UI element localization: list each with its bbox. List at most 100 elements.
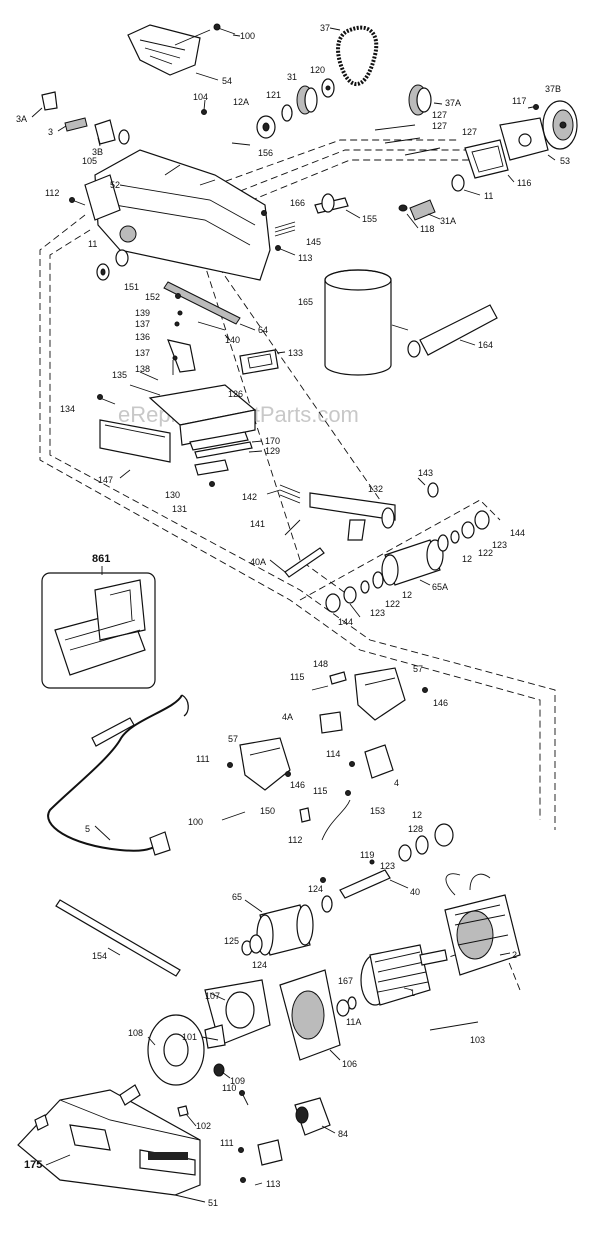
gear-37b (542, 100, 578, 150)
label-12a: 12A (233, 97, 249, 107)
label-136: 136 (135, 332, 150, 342)
label-144b: 144 (338, 617, 353, 627)
label-130: 130 (165, 490, 180, 500)
screws-127 (374, 124, 441, 156)
part-130 (194, 459, 229, 476)
switch-block-4a (319, 711, 343, 734)
label-137a: 137 (135, 319, 150, 329)
drum-65a (381, 539, 444, 586)
label-118: 118 (420, 224, 434, 234)
drum-65 (256, 904, 314, 956)
insulator-108 (147, 1014, 205, 1086)
strip-64 (163, 281, 241, 325)
label-135: 135 (112, 370, 127, 380)
label-861: 861 (92, 553, 110, 565)
label-148: 148 (313, 659, 328, 669)
label-3: 3 (48, 127, 53, 137)
adjuster-3 (64, 117, 88, 132)
label-113-top: 113 (298, 253, 312, 263)
shaft-40 (339, 869, 391, 899)
label-65: 65 (232, 892, 242, 902)
label-111-top: 111 (196, 754, 210, 764)
washer-151 (96, 263, 110, 281)
label-12c: 12 (402, 590, 412, 600)
label-100: 100 (240, 31, 255, 41)
screw-100 (213, 23, 236, 35)
spring-141 (284, 519, 301, 536)
label-123a: 123 (492, 540, 507, 550)
label-122a: 122 (478, 548, 493, 558)
label-154: 154 (92, 951, 107, 961)
label-167: 167 (338, 976, 353, 986)
label-125: 125 (224, 936, 239, 946)
label-139: 139 (135, 308, 150, 318)
label-147: 147 (98, 475, 113, 485)
label-103: 103 (470, 1035, 485, 1045)
label-170: 170 (265, 436, 280, 446)
main-housing-52 (84, 149, 271, 281)
belt-guard-54 (127, 24, 211, 76)
label-137b: 137 (135, 348, 150, 358)
label-115-mid: 115 (313, 786, 327, 796)
label-165: 165 (298, 297, 313, 307)
label-4: 4 (394, 778, 399, 788)
label-152: 152 (145, 292, 160, 302)
label-4a: 4A (282, 712, 293, 722)
label-109: 109 (230, 1076, 245, 1086)
label-117: 117 (512, 96, 526, 106)
label-128: 128 (408, 824, 423, 834)
label-151: 151 (124, 282, 139, 292)
label-2: 2 (512, 950, 517, 960)
label-108: 108 (128, 1028, 143, 1038)
label-133: 133 (288, 348, 303, 358)
label-156: 156 (258, 148, 273, 158)
label-123c: 123 (380, 861, 395, 871)
label-102: 102 (196, 1121, 211, 1131)
adjuster-3b (94, 119, 116, 145)
leader-lines (31, 27, 556, 1186)
ring-143 (427, 482, 439, 498)
label-3b: 3B (92, 147, 103, 157)
label-112-mid: 112 (288, 835, 302, 845)
label-105: 105 (82, 156, 97, 166)
label-12b: 12 (462, 554, 472, 564)
knob-3a (41, 91, 58, 111)
label-31a: 31A (440, 216, 456, 226)
label-37b: 37B (545, 84, 561, 94)
label-164: 164 (478, 340, 493, 350)
bar-154 (55, 899, 181, 977)
label-145: 145 (306, 237, 321, 247)
label-84: 84 (338, 1129, 348, 1139)
tube-164 (407, 304, 498, 358)
label-5: 5 (85, 824, 90, 834)
label-131: 131 (172, 504, 187, 514)
label-31: 31 (287, 72, 297, 82)
switch-4 (364, 744, 394, 779)
label-37: 37 (320, 23, 330, 33)
part-labels: 100 37 54 3A 3 3B 104 31 120 12A 121 37A… (16, 23, 570, 1208)
label-121: 121 (266, 90, 281, 100)
label-100-mid: 100 (188, 817, 203, 827)
label-127c: 127 (462, 127, 477, 137)
switch-housing-57-left (239, 737, 291, 791)
gear-31 (296, 85, 318, 115)
label-140: 140 (225, 335, 240, 345)
spring-142 (279, 484, 301, 504)
label-150: 150 (260, 806, 275, 816)
shaft-40a (284, 547, 325, 578)
pulley-37a (408, 84, 432, 116)
label-111-bottom: 111 (220, 1138, 234, 1148)
plate-170 (189, 431, 249, 451)
label-52: 52 (110, 180, 120, 190)
label-11-left: 11 (88, 239, 97, 249)
lever-136 (167, 339, 196, 373)
label-144a: 144 (510, 528, 525, 538)
power-cord-5 (47, 694, 189, 856)
label-11-right: 11 (484, 191, 493, 201)
label-126: 126 (228, 389, 243, 399)
field-stator-2 (444, 873, 521, 976)
label-107: 107 (205, 991, 220, 1001)
label-40a: 40A (250, 557, 266, 567)
bearing-11-right (451, 174, 465, 192)
label-134: 134 (60, 404, 75, 414)
